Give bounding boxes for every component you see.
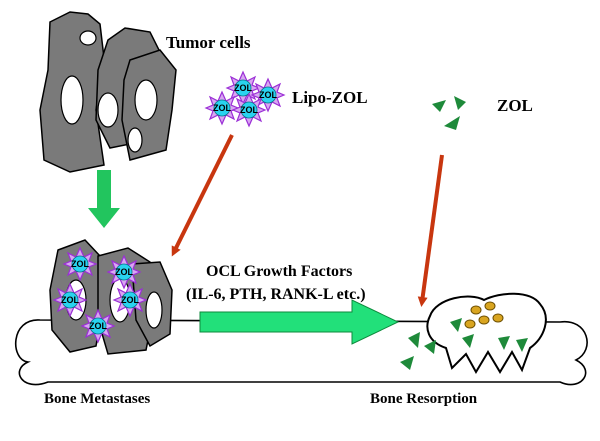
svg-text:ZOL: ZOL (259, 90, 277, 100)
lipo-zol-cluster: ZOL ZOL ZOL ZOL (205, 71, 285, 127)
zol-triangle-icon (408, 332, 420, 348)
svg-text:ZOL: ZOL (89, 321, 107, 331)
zol-triangle-icon (424, 340, 436, 354)
bone-metastases-label: Bone Metastases (44, 391, 150, 407)
green-right-arrow (199, 299, 400, 345)
zol-triangle-icon (454, 96, 466, 110)
free-zol-cluster (432, 96, 466, 130)
svg-text:ZOL: ZOL (234, 83, 252, 93)
ocl-growth-factors-label: OCL Growth Factors (206, 263, 352, 280)
ocl-growth-factors-examples: (IL-6, PTH, RANK-L etc.) (186, 286, 366, 303)
zol-triangle-icon (432, 100, 446, 112)
svg-text:ZOL: ZOL (213, 103, 231, 113)
liposome-icon: ZOL (63, 247, 97, 281)
bone-metastases-cluster: ZOL ZOL ZOL ZOL ZOL (49, 239, 173, 355)
tumor-cell-icon (131, 261, 173, 348)
tumor-cell-icon (121, 49, 177, 161)
red-arrow-lipo (171, 134, 234, 257)
green-down-arrow (88, 170, 120, 228)
svg-text:ZOL: ZOL (61, 295, 79, 305)
liposome-icon: ZOL (226, 71, 260, 105)
tumor-cell-icon (39, 11, 105, 173)
osteoclast-icon (426, 292, 547, 374)
liposome-icon: ZOL (81, 309, 115, 343)
zol-triangle-icon (516, 338, 528, 352)
svg-text:ZOL: ZOL (121, 295, 139, 305)
liposome-icon: ZOL (113, 283, 147, 317)
bone-resorption-label: Bone Resorption (370, 391, 478, 407)
tumor-cells-label: Tumor cells (166, 33, 251, 52)
liposome-icon: ZOL (107, 255, 141, 289)
liposome-icon: ZOL (53, 283, 87, 317)
zol-triangle-icon (462, 334, 474, 348)
svg-text:ZOL: ZOL (240, 105, 258, 115)
liposome-icon: ZOL (232, 93, 266, 127)
svg-text:ZOL: ZOL (115, 267, 133, 277)
zol-triangle-icon (450, 318, 462, 332)
lipo-zol-label: Lipo-ZOL (292, 88, 368, 107)
tumor-cells-cluster-top (39, 11, 177, 173)
liposome-icon: ZOL (251, 78, 285, 112)
zol-triangle-icon (498, 336, 510, 350)
zol-triangle-icon (444, 116, 460, 130)
zol-label: ZOL (497, 96, 533, 115)
liposome-icon: ZOL (205, 91, 239, 125)
svg-text:ZOL: ZOL (71, 259, 89, 269)
red-arrow-zol (417, 154, 444, 307)
zol-triangle-icon (400, 356, 414, 370)
zol-in-bone-cluster (400, 318, 528, 370)
